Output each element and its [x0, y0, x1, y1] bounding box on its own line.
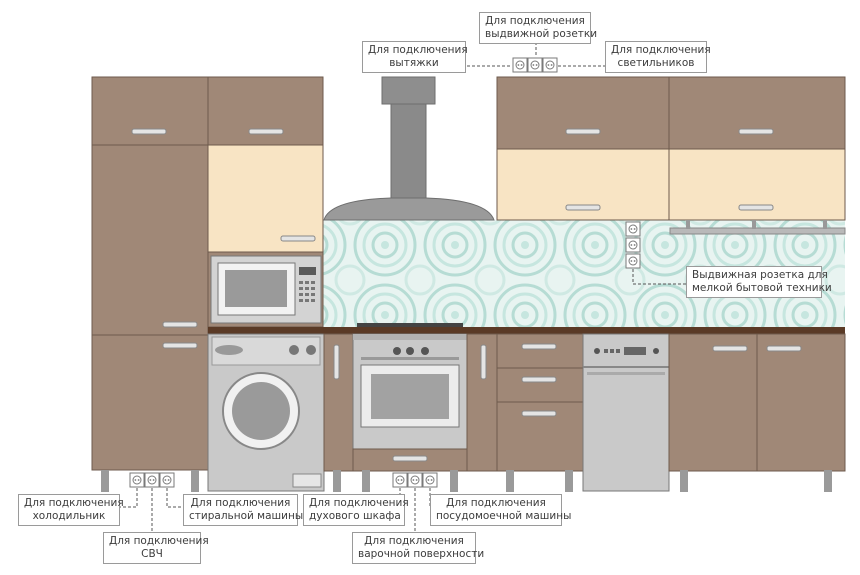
handle [521, 343, 557, 350]
handle [565, 204, 601, 211]
handle [392, 455, 428, 462]
hob [357, 323, 463, 327]
cabinet-leg [450, 470, 458, 492]
washing-machine [207, 333, 325, 492]
handle [333, 344, 340, 380]
cabinet-leg [101, 470, 109, 492]
handle [162, 342, 198, 349]
range-hood [323, 76, 495, 221]
upper-cabinets [496, 76, 846, 221]
handle [738, 128, 774, 135]
socket-block-backsplash [625, 221, 641, 269]
cabinet-leg [680, 470, 688, 492]
handle [766, 345, 802, 352]
socket-block-center [392, 472, 438, 488]
handle [280, 235, 316, 242]
socket-block-left [129, 472, 175, 488]
oven [352, 333, 468, 450]
base-cabinet [756, 333, 846, 472]
base-cabinet [668, 333, 758, 472]
drawer-unit [496, 333, 584, 472]
handle [712, 345, 748, 352]
cabinet-leg [824, 470, 832, 492]
countertop [208, 327, 845, 334]
socket-block-top [512, 57, 558, 73]
handle [131, 128, 167, 135]
microwave [210, 255, 322, 324]
cabinet-leg [565, 470, 573, 492]
handle [521, 376, 557, 383]
handle [738, 204, 774, 211]
handle [565, 128, 601, 135]
cabinet-leg [333, 470, 341, 492]
tall-cabinet [91, 76, 209, 471]
light-bar [669, 220, 846, 235]
handle [248, 128, 284, 135]
handle [521, 410, 557, 417]
cabinet-leg [506, 470, 514, 492]
cabinet-leg [362, 470, 370, 492]
handle [480, 344, 487, 380]
cabinet-leg [191, 470, 199, 492]
dishwasher [582, 333, 670, 492]
handle [162, 321, 198, 328]
